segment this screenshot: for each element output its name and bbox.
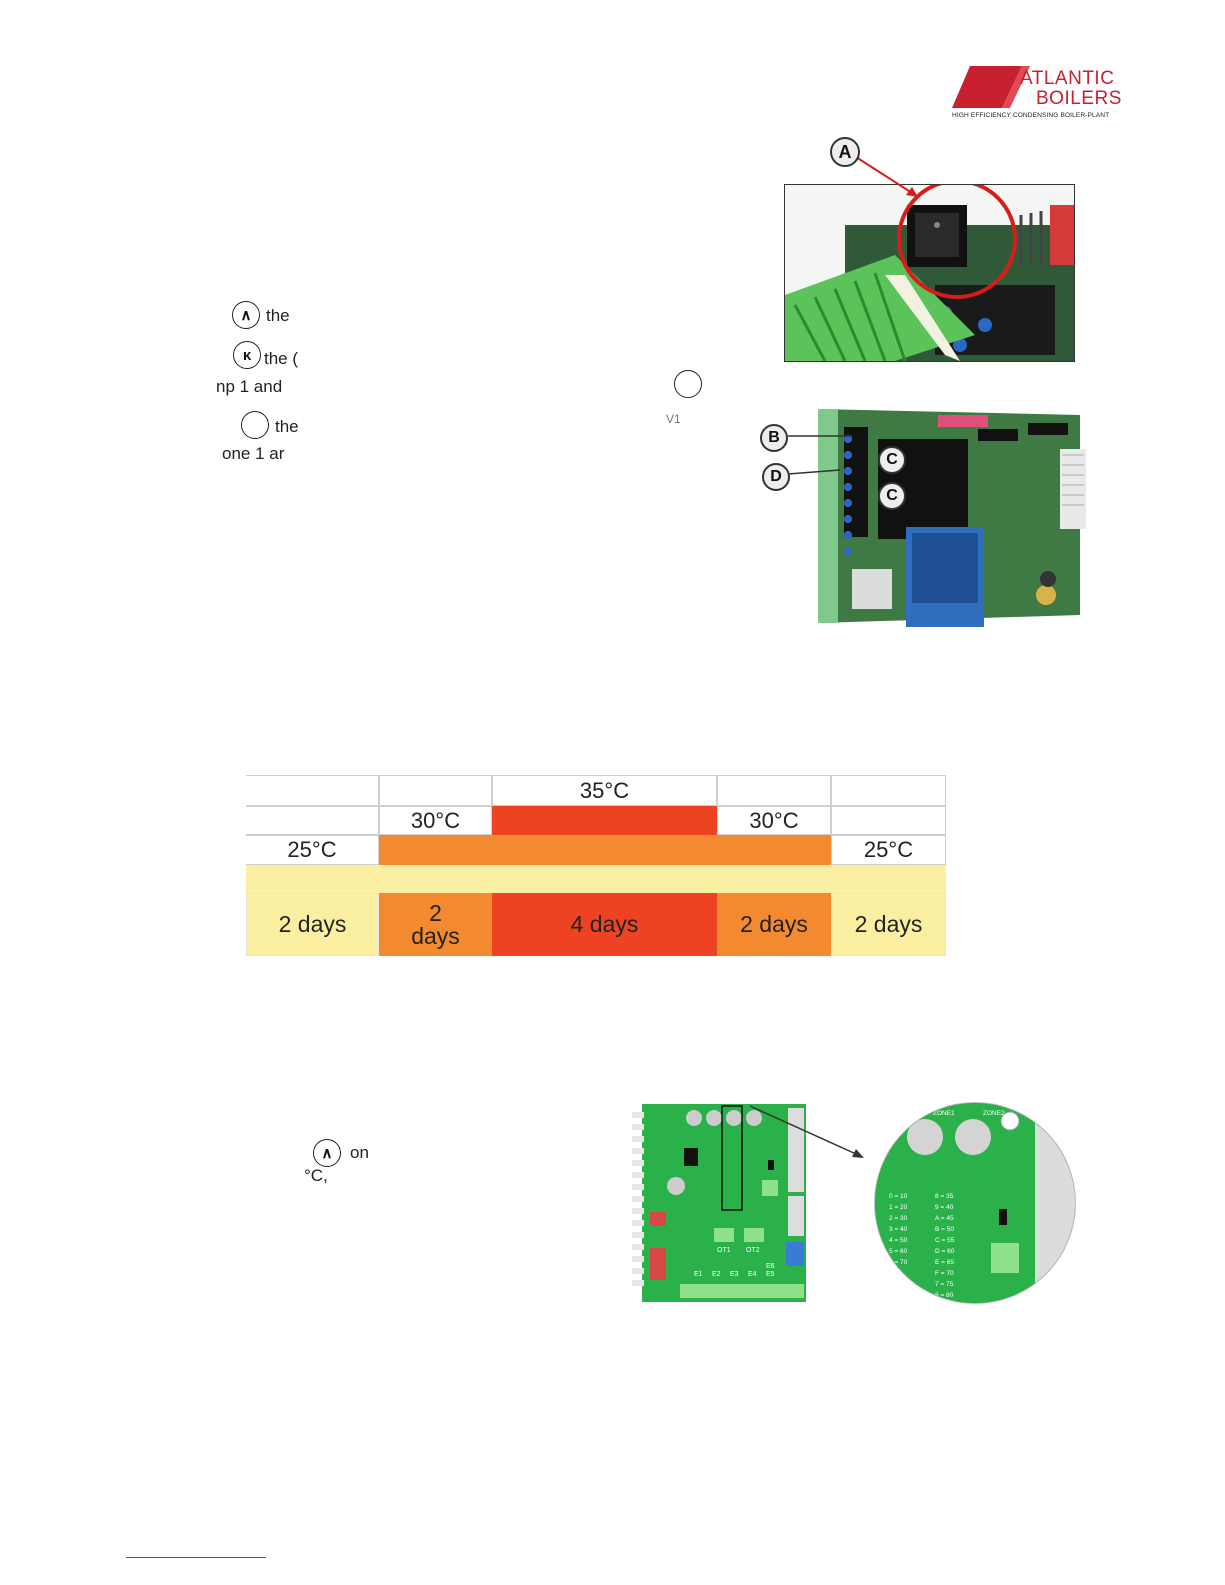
- svg-text:0 = 10: 0 = 10: [889, 1193, 908, 1200]
- svg-text:7 = 75: 7 = 75: [935, 1281, 954, 1288]
- board-label-e4: E4: [748, 1271, 757, 1278]
- callout-c: C: [878, 482, 906, 510]
- callout-a: A: [830, 137, 860, 167]
- logo-mark-icon: [952, 66, 1030, 108]
- table-cell-red: 4 days: [492, 893, 717, 956]
- zoomed-dial-detail: ZONE1 ZONE2 0 = 10 1 = 20 2 = 30 3 = 40 …: [874, 1102, 1076, 1304]
- atlantic-boilers-logo: ATLANTIC BOILERS HIGH EFFICIENCY CONDENS…: [950, 64, 1125, 124]
- svg-text:B = 50: B = 50: [935, 1226, 954, 1233]
- table-cell: 25°C: [831, 835, 946, 865]
- table-cell-orange: [379, 835, 831, 865]
- logo-line1: ATLANTIC: [1020, 68, 1115, 89]
- blank-button-icon: [674, 370, 702, 398]
- svg-text:D = 60: D = 60: [935, 1248, 955, 1255]
- table-cell: [831, 775, 946, 806]
- table-cell-orange: 2 days: [717, 893, 831, 956]
- callout-a-arrow: [855, 156, 918, 197]
- svg-text:8 = 35: 8 = 35: [935, 1193, 954, 1200]
- svg-text:5 = 60: 5 = 60: [889, 1248, 908, 1255]
- table-cell: [717, 775, 831, 806]
- table-cell: 30°C: [717, 806, 831, 835]
- table-cell: [246, 806, 379, 835]
- table-cell-red: [492, 806, 717, 835]
- zoom-arrow: [749, 1105, 864, 1158]
- up-button-icon: ∧: [232, 301, 260, 329]
- board-label-e1: E1: [694, 1271, 703, 1278]
- board-label-e3: E3: [730, 1271, 739, 1278]
- text-fragment: V1: [666, 412, 681, 426]
- svg-text:F = 70: F = 70: [935, 1270, 954, 1277]
- table-cell: [379, 775, 492, 806]
- zone2-label: ZONE2: [983, 1110, 1005, 1117]
- table-cell: 35°C: [492, 775, 717, 806]
- table-cell: [246, 775, 379, 806]
- text-fragment: on: [350, 1143, 369, 1162]
- table-cell: 25°C: [246, 835, 379, 865]
- svg-text:2 = 30: 2 = 30: [889, 1215, 908, 1222]
- text-fragment: the (: [264, 349, 299, 368]
- board-label-ot2: OT2: [746, 1247, 760, 1254]
- board-label-e5: E5: [766, 1271, 775, 1278]
- table-cell-yellow: 2 days: [831, 893, 946, 956]
- callout-b: B: [760, 424, 788, 452]
- callout-lines: [787, 435, 852, 475]
- table-cell: 30°C: [379, 806, 492, 835]
- text-fragment: °C,: [304, 1166, 328, 1185]
- callout-d: D: [762, 463, 790, 491]
- footer-link-underline: [126, 1557, 266, 1558]
- table-cell: [831, 806, 946, 835]
- svg-text:8 = 80: 8 = 80: [935, 1292, 954, 1299]
- svg-text:4 = 50: 4 = 50: [889, 1237, 908, 1244]
- table-cell-orange: 2 days: [379, 893, 492, 956]
- pcb-board-diagram: E1 E2 E3 E4 E5 E6 OT1 OT2: [632, 1104, 808, 1304]
- table-cell-yellow: [246, 865, 946, 893]
- x-button-icon: κ: [233, 341, 261, 369]
- connector-photo: [784, 184, 1075, 362]
- table-cell-yellow: 2 days: [246, 893, 379, 956]
- logo-tagline: HIGH EFFICIENCY CONDENSING BOILER-PLANT: [952, 112, 1110, 119]
- zone1-label: ZONE1: [933, 1110, 955, 1117]
- svg-text:9 = 40: 9 = 40: [935, 1204, 954, 1211]
- control-board-photo: [818, 409, 1092, 639]
- svg-text:E = 65: E = 65: [935, 1259, 954, 1266]
- heating-schedule-table: 35°C 30°C 30°C 25°C 25°C 2 days 2 days 4…: [246, 775, 946, 956]
- board-label-e6: E6: [766, 1263, 775, 1270]
- logo-line2: BOILERS: [1036, 88, 1122, 109]
- text-fragment: one 1 ar: [222, 444, 285, 463]
- board-label-ot1: OT1: [717, 1247, 731, 1254]
- text-fragment: the: [266, 306, 290, 325]
- svg-text:1 = 20: 1 = 20: [889, 1204, 908, 1211]
- callout-c: C: [878, 446, 906, 474]
- text-fragment: np 1 and: [216, 377, 283, 396]
- blank-button-icon: [241, 411, 269, 439]
- board-label-e2: E2: [712, 1271, 721, 1278]
- text-fragment: the: [275, 417, 299, 436]
- up-button-icon: ∧: [313, 1139, 341, 1167]
- svg-text:6 = 70: 6 = 70: [889, 1259, 908, 1266]
- svg-text:A = 45: A = 45: [935, 1215, 954, 1222]
- svg-text:3 = 40: 3 = 40: [889, 1226, 908, 1233]
- svg-text:C = 55: C = 55: [935, 1237, 955, 1244]
